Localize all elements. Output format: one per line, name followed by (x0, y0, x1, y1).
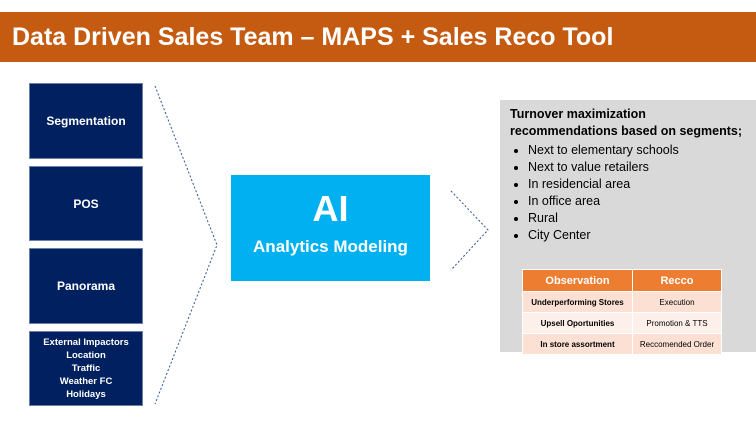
observation-cell: In store assortment (522, 333, 633, 355)
ai-label: AI (312, 188, 349, 229)
recco-cell: Execution (631, 291, 723, 313)
list-item: City Center (528, 227, 746, 244)
recommendations-heading: Turnover maximization recommendations ba… (510, 107, 743, 138)
input-external-impactors: External Impactors Location Traffic Weat… (29, 331, 143, 406)
external-item: Location (66, 350, 106, 361)
list-item: In residencial area (528, 176, 746, 193)
observation-cell: Underperforming Stores (522, 291, 633, 313)
list-item: In office area (528, 193, 746, 210)
list-item: Next to elementary schools (528, 142, 746, 159)
observation-cell: Upsell Oportunities (522, 312, 633, 334)
input-chevron (154, 85, 218, 405)
page-title: Data Driven Sales Team – MAPS + Sales Re… (0, 12, 756, 62)
list-item: Next to value retailers (528, 159, 746, 176)
header-observation: Observation (522, 269, 633, 292)
input-pos: POS (29, 166, 143, 241)
segment-list: Next to elementary schools Next to value… (510, 142, 746, 244)
recco-cell: Promotion & TTS (631, 312, 723, 334)
external-item: Holidays (66, 389, 106, 400)
external-label: External Impactors (43, 337, 129, 348)
external-item: Traffic (71, 363, 101, 374)
ai-analytics-box: AI Analytics Modeling (231, 175, 430, 281)
analytics-modeling-label: Analytics Modeling (253, 237, 408, 256)
input-segmentation: Segmentation (29, 83, 143, 159)
output-chevron (450, 190, 489, 271)
header-recco: Recco (631, 269, 723, 292)
external-item: Weather FC (59, 376, 113, 387)
input-panorama: Panorama (29, 248, 143, 324)
list-item: Rural (528, 210, 746, 227)
recco-cell: Reccomended Order (631, 333, 723, 355)
